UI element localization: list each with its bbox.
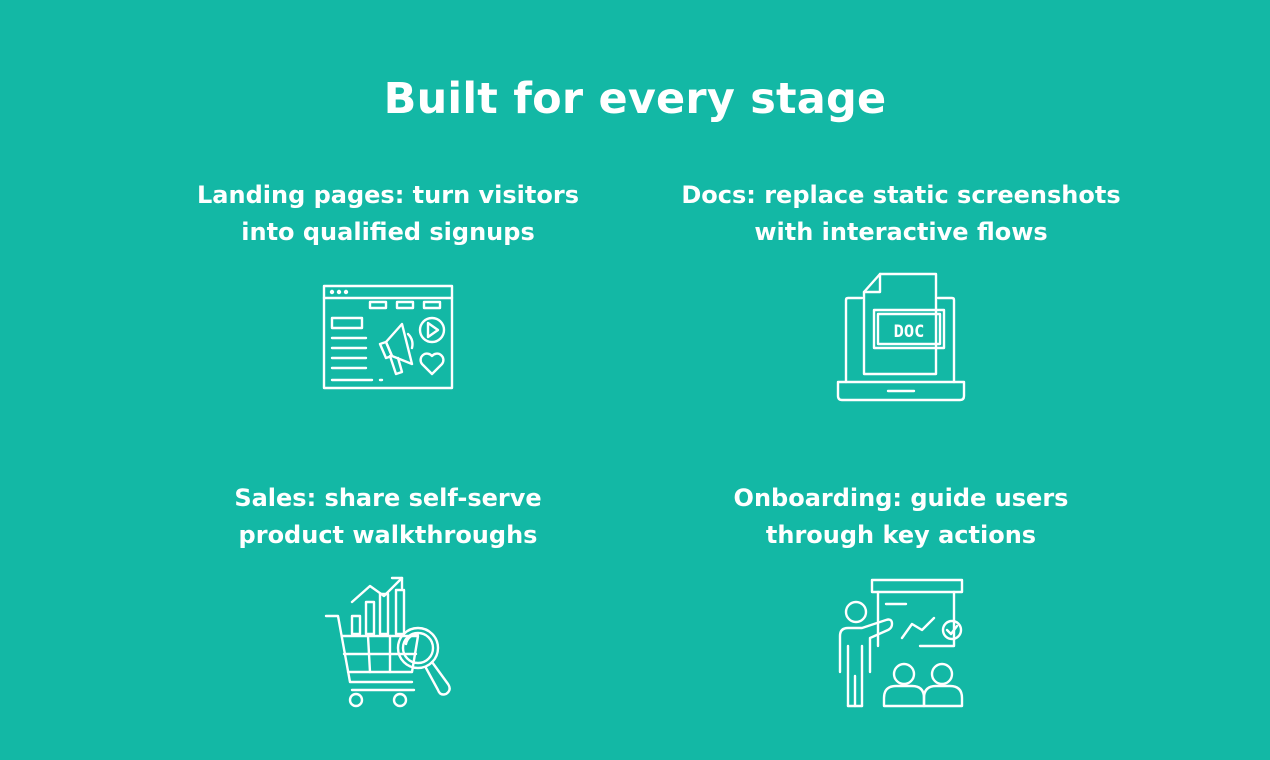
feature-heading-line-2: product walkthroughs	[238, 521, 538, 549]
feature-card-sales: Sales: share self-serve product walkthro…	[138, 480, 638, 554]
page-title: Built for every stage	[383, 74, 887, 124]
feature-heading-line-1: Landing pages: turn visitors	[197, 181, 579, 209]
landing-page-megaphone-icon	[320, 282, 456, 392]
feature-heading-line-2: through key actions	[765, 521, 1037, 549]
feature-heading-landing-pages: Landing pages: turn visitors into qualif…	[138, 177, 638, 251]
feature-heading-onboarding: Onboarding: guide users through key acti…	[651, 480, 1151, 554]
doc-label-glyph: DOC	[894, 322, 925, 342]
feature-heading-line-2: into qualified signups	[241, 218, 535, 246]
feature-heading-docs: Docs: replace static screenshots with in…	[651, 177, 1151, 251]
feature-card-landing-pages: Landing pages: turn visitors into qualif…	[138, 177, 638, 251]
feature-heading-line-1: Onboarding: guide users	[733, 484, 1069, 512]
feature-heading-line-2: with interactive flows	[754, 218, 1048, 246]
feature-heading-line-1: Sales: share self-serve	[234, 484, 542, 512]
cart-analytics-icon	[322, 572, 458, 712]
doc-laptop-icon: DOC	[834, 270, 968, 404]
feature-heading-sales: Sales: share self-serve product walkthro…	[138, 480, 638, 554]
presentation-training-icon	[834, 576, 970, 710]
feature-card-docs: Docs: replace static screenshots with in…	[651, 177, 1151, 251]
feature-heading-line-1: Docs: replace static screenshots	[681, 181, 1121, 209]
feature-card-onboarding: Onboarding: guide users through key acti…	[651, 480, 1151, 554]
